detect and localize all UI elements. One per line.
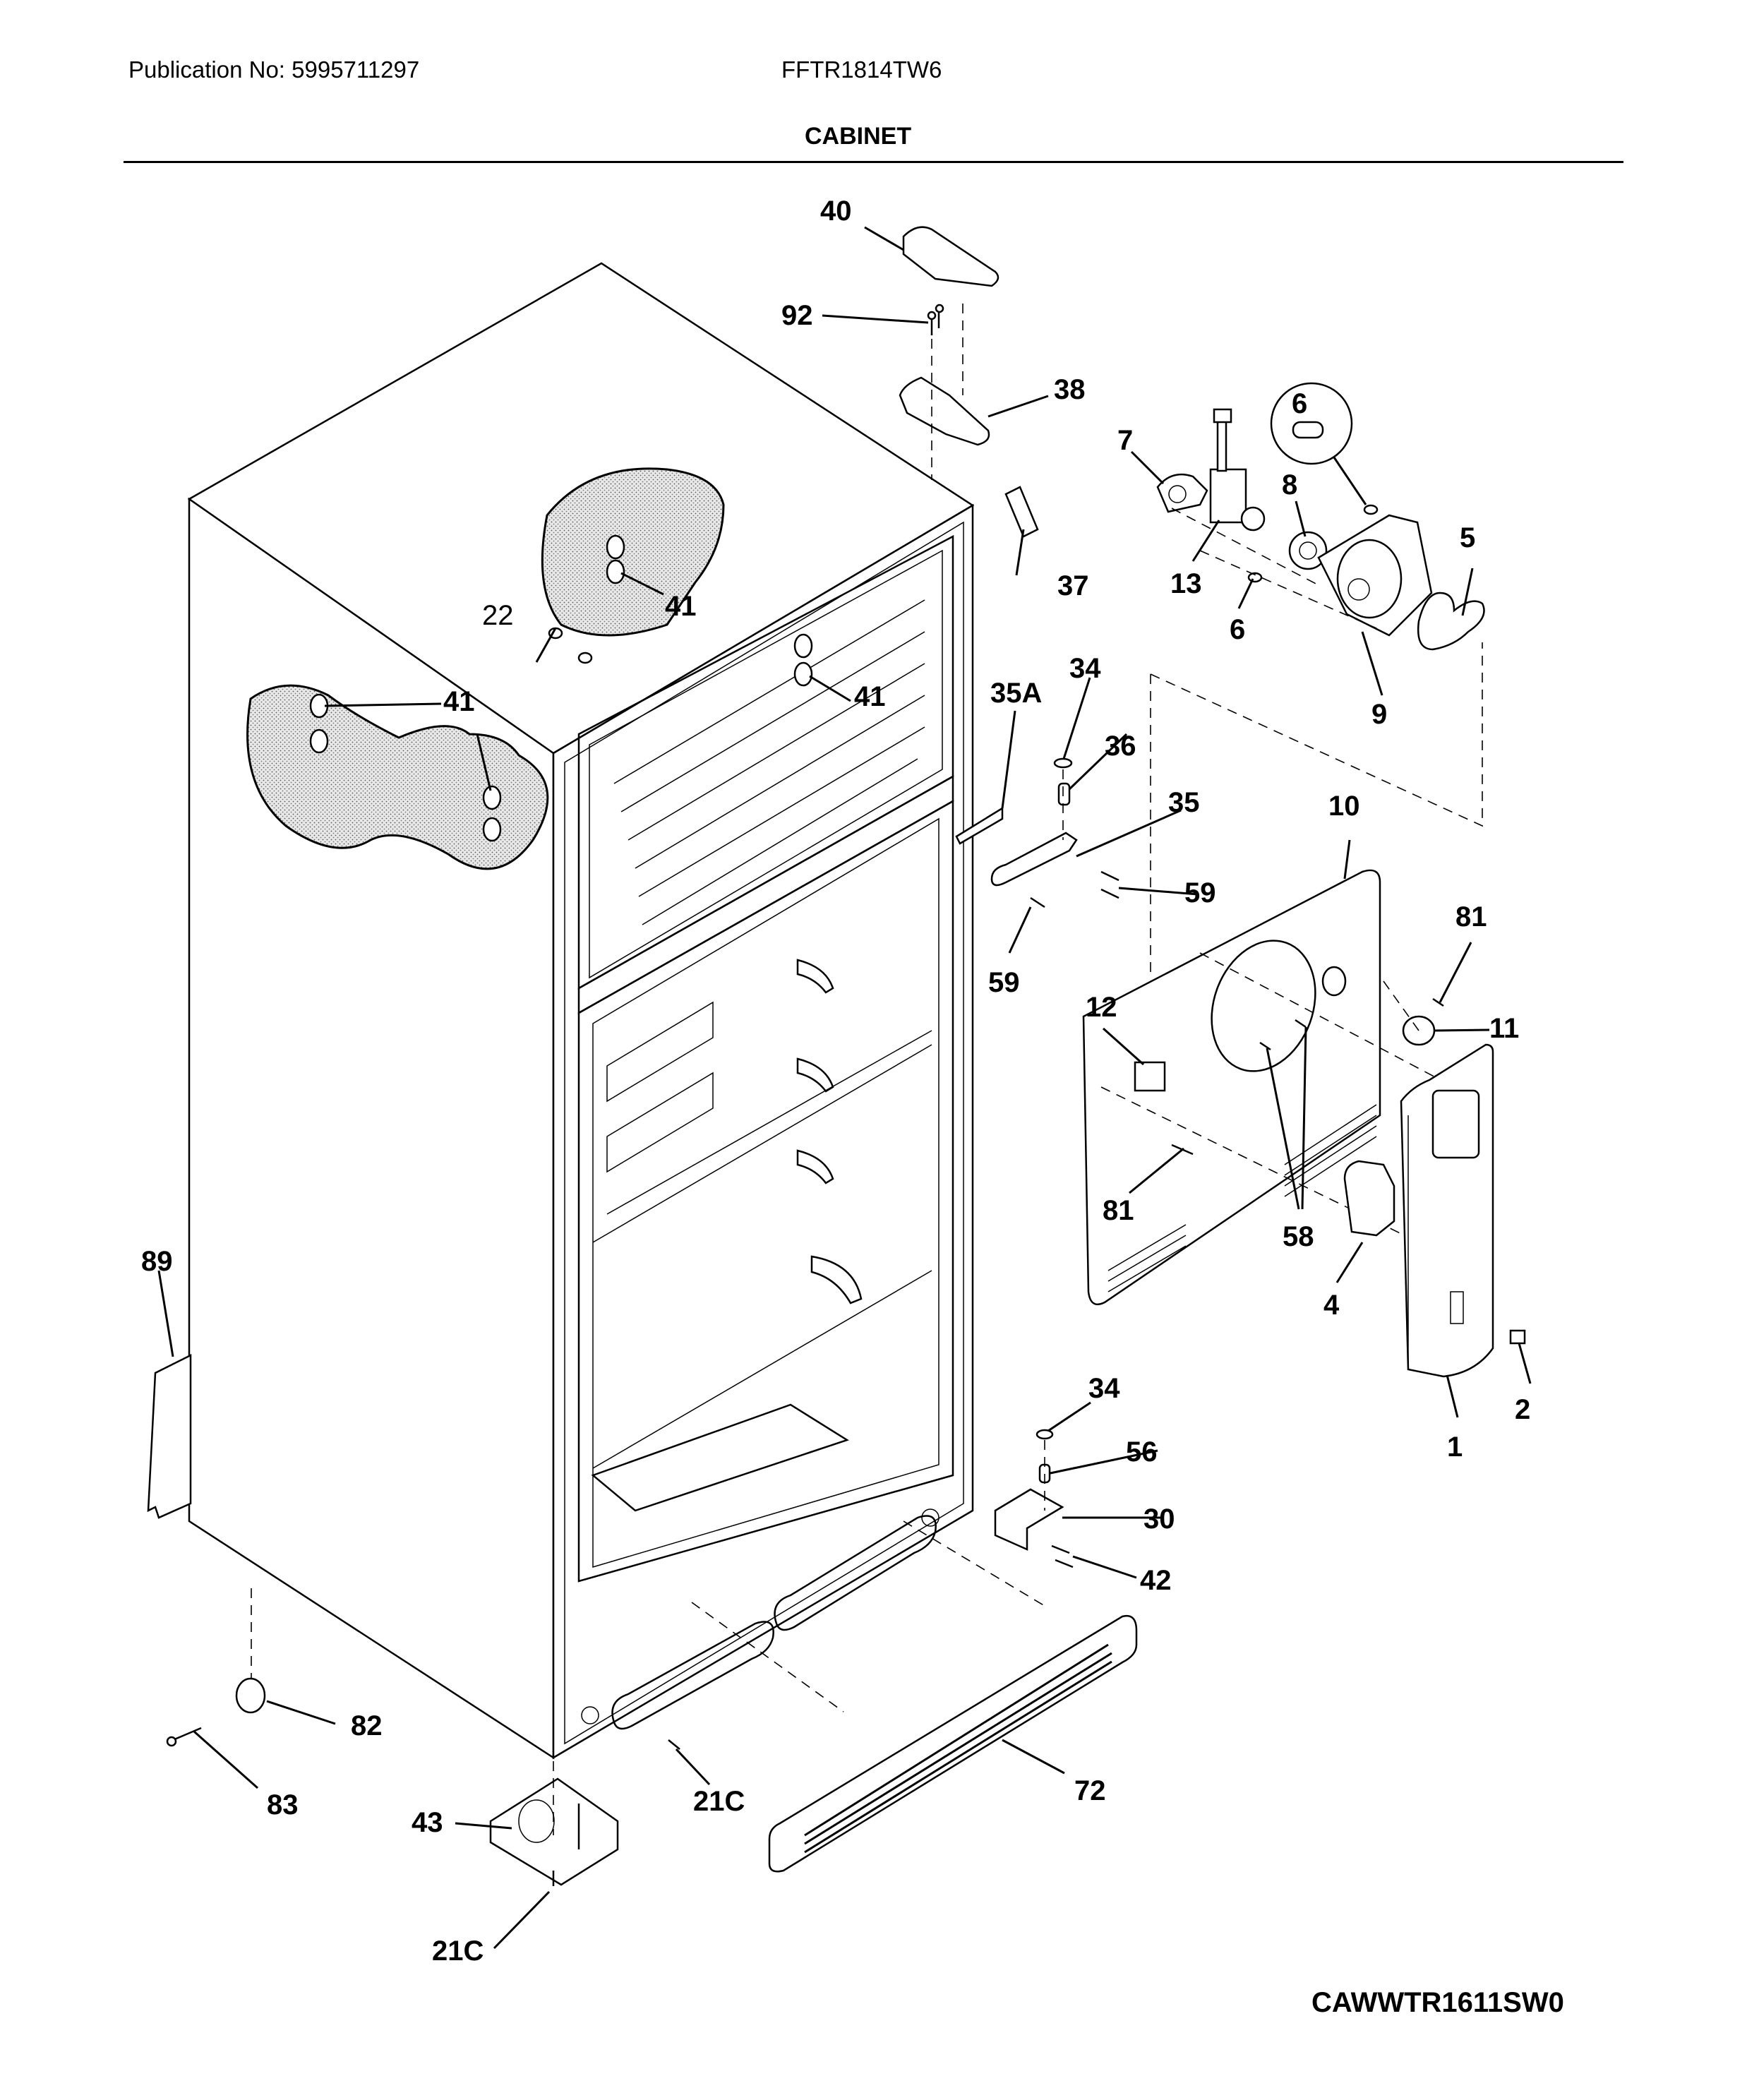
roller-pin-83 xyxy=(172,1727,202,1741)
callout-35a: 35A xyxy=(990,678,1042,709)
callout-82: 82 xyxy=(351,1710,383,1741)
shelf-supports xyxy=(592,1001,932,1469)
motor-bracket-7 xyxy=(1156,473,1208,513)
callout-7: 7 xyxy=(1117,425,1133,456)
screw-21c-mid xyxy=(668,1739,680,1750)
lower-hinge-30 xyxy=(994,1488,1064,1551)
callout-34-bottom: 34 xyxy=(1088,1373,1120,1404)
callout-81-bottom: 81 xyxy=(1103,1195,1134,1226)
callout-59-right: 59 xyxy=(1184,877,1216,908)
evaporator-cover-vents xyxy=(1107,1104,1377,1292)
callout-4: 4 xyxy=(1323,1290,1340,1321)
callout-21c-bottom: 21C xyxy=(432,1936,484,1967)
screws-42 xyxy=(1051,1544,1074,1568)
callout-83: 83 xyxy=(267,1789,299,1820)
crisper-floor xyxy=(591,1403,849,1512)
plug-11 xyxy=(1402,1015,1436,1046)
callout-5: 5 xyxy=(1460,522,1475,553)
center-hinge-35 xyxy=(990,832,1078,887)
callout-81-top: 81 xyxy=(1455,901,1487,932)
screw-58-a xyxy=(1259,1041,1271,1051)
callout-6: 6 xyxy=(1230,614,1245,645)
callout-34-top: 34 xyxy=(1069,653,1101,684)
screw-81-top xyxy=(1432,997,1444,1007)
roller-82 xyxy=(235,1677,266,1714)
callout-92: 92 xyxy=(781,300,813,331)
callout-40: 40 xyxy=(820,196,852,227)
callout-42: 42 xyxy=(1140,1565,1172,1596)
callout-9: 9 xyxy=(1371,699,1387,730)
light-switch-2 xyxy=(1509,1329,1526,1345)
screw-58-b xyxy=(1295,1019,1307,1028)
control-window xyxy=(1431,1089,1480,1159)
model-number: FFTR1814TW6 xyxy=(781,56,942,83)
callout-30: 30 xyxy=(1143,1504,1175,1535)
roller-bracket-43 xyxy=(489,1777,619,1886)
section-title: CABINET xyxy=(805,123,912,150)
cabinet-front xyxy=(552,503,974,1760)
callout-41-inner: 41 xyxy=(854,681,886,712)
base-vent-slot-left xyxy=(611,1621,774,1730)
callout-41-left-a: 41 xyxy=(443,686,475,717)
washer-34-bottom xyxy=(1035,1429,1054,1440)
freezer-liner-ribs xyxy=(613,599,925,925)
callout-10: 10 xyxy=(1328,791,1360,822)
callout-2: 2 xyxy=(1515,1394,1530,1425)
callout-11: 11 xyxy=(1489,1013,1519,1044)
fresh-food-compartment xyxy=(577,799,954,1583)
door-bins xyxy=(796,959,863,1304)
cover-plate-89 xyxy=(147,1353,192,1519)
callout-41-top: 41 xyxy=(665,591,697,622)
fan-blade-5 xyxy=(1417,592,1485,651)
publication-number: Publication No: 5995711297 xyxy=(128,56,420,83)
evaporator-cover-10 xyxy=(1082,869,1381,1306)
door-stop-37 xyxy=(1004,486,1039,538)
leader-lines xyxy=(157,226,1532,1950)
hinge-bushings-41 xyxy=(309,534,813,842)
screws-59 xyxy=(1030,870,1119,908)
base-vent-slot-right xyxy=(774,1515,937,1631)
callout-1: 1 xyxy=(1447,1432,1463,1463)
fan-motor-13 xyxy=(1209,468,1247,524)
callout-8: 8 xyxy=(1282,469,1297,500)
callout-59-left: 59 xyxy=(988,967,1020,998)
callout-labels: 40 92 38 6 7 8 5 13 37 6 9 41 22 41 41 4… xyxy=(141,196,1530,1967)
toe-grille-slots xyxy=(804,1643,1112,1854)
switch-opening xyxy=(1450,1291,1464,1324)
foam-cutaway-top xyxy=(541,467,725,637)
washer-34-top xyxy=(1053,757,1073,769)
hinge-pin-36 xyxy=(1057,782,1071,806)
callout-38: 38 xyxy=(1054,374,1086,405)
toe-grille-72 xyxy=(768,1614,1138,1873)
hinge-shim-35a xyxy=(955,806,1004,845)
grommet-6-upper xyxy=(1363,504,1379,515)
light-shield-4 xyxy=(1343,1160,1395,1237)
header-rule xyxy=(124,161,1623,163)
callout-89: 89 xyxy=(141,1246,173,1277)
callout-22: 22 xyxy=(482,600,514,631)
hinge-cover-40 xyxy=(902,226,999,287)
callout-72: 72 xyxy=(1074,1775,1106,1806)
callout-35: 35 xyxy=(1168,787,1200,818)
callout-37: 37 xyxy=(1057,570,1089,601)
callout-58: 58 xyxy=(1283,1221,1314,1252)
callout-13: 13 xyxy=(1170,568,1202,599)
callout-56: 56 xyxy=(1126,1436,1158,1468)
top-hinge-38 xyxy=(899,376,990,446)
motor-mount-8 xyxy=(1288,531,1328,570)
callout-21c-mid: 21C xyxy=(693,1786,745,1817)
fan-assembly xyxy=(1156,382,1485,651)
callout-36: 36 xyxy=(1105,731,1136,762)
diagram-code: CAWWTR1611SW0 xyxy=(1311,1987,1564,2018)
screws-92 xyxy=(927,304,944,335)
callout-6-detail: 6 xyxy=(1292,388,1307,419)
callout-12: 12 xyxy=(1086,992,1117,1023)
damper-12 xyxy=(1134,1061,1166,1092)
callout-43: 43 xyxy=(412,1807,443,1838)
